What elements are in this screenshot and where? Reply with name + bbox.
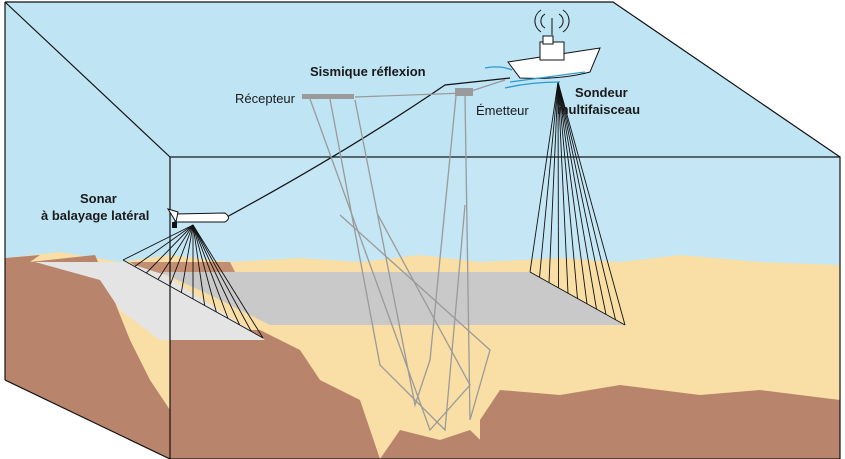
beam-line: [557, 81, 597, 310]
multibeam-fan: [529, 81, 626, 326]
beam-line: [192, 224, 264, 339]
beam-line: [557, 81, 588, 304]
sonar-label-2: à balayage latéral: [41, 208, 149, 223]
swath-edge: [122, 259, 264, 339]
towfish-icon: [166, 208, 229, 228]
beam-line: [192, 224, 206, 306]
box-edges: [4, 1, 841, 459]
beam-line: [557, 81, 559, 288]
beam-line: [557, 81, 578, 299]
swath-edge: [529, 271, 626, 326]
rock-front-center: [380, 430, 500, 459]
seismic-label: Sismique réflexion: [310, 64, 426, 79]
multibeam-label-1: Sondeur: [575, 85, 628, 100]
beam-line: [180, 224, 194, 293]
ship-icon: [484, 9, 601, 89]
sonar-label-1: Sonar: [80, 191, 117, 206]
rock-band: [130, 262, 235, 275]
sonar-swath: [35, 262, 265, 340]
rock-front-left: [170, 330, 380, 459]
beam-line: [192, 224, 229, 319]
beam-line: [122, 224, 194, 261]
beam-line: [192, 224, 217, 313]
beam-line: [192, 224, 241, 326]
beam-line: [134, 224, 194, 267]
beam-line: [529, 81, 559, 273]
beam-line: [146, 224, 194, 274]
beam-line: [557, 81, 569, 294]
multibeam-swath: [160, 272, 625, 325]
sonar-tow-cable: [224, 77, 511, 219]
receiver-label: Récepteur: [235, 91, 296, 106]
beam-line: [557, 81, 616, 320]
beam-line: [169, 224, 194, 287]
emitter-source: [455, 88, 473, 96]
emitter-label: Émetteur: [476, 103, 529, 118]
seismic-rays: [309, 95, 491, 432]
sonar-fan: [122, 224, 264, 339]
beam-line: [557, 81, 607, 315]
multibeam-label-2: multifaisceau: [557, 102, 640, 117]
beam-line: [192, 224, 252, 332]
beam-line: [157, 224, 194, 280]
beam-line: [557, 81, 626, 326]
seabed-rock-left: [5, 255, 170, 459]
beam-line: [548, 81, 559, 283]
beam-line: [539, 81, 559, 278]
receiver-streamer: [302, 94, 354, 99]
rock-front-right: [480, 385, 840, 459]
